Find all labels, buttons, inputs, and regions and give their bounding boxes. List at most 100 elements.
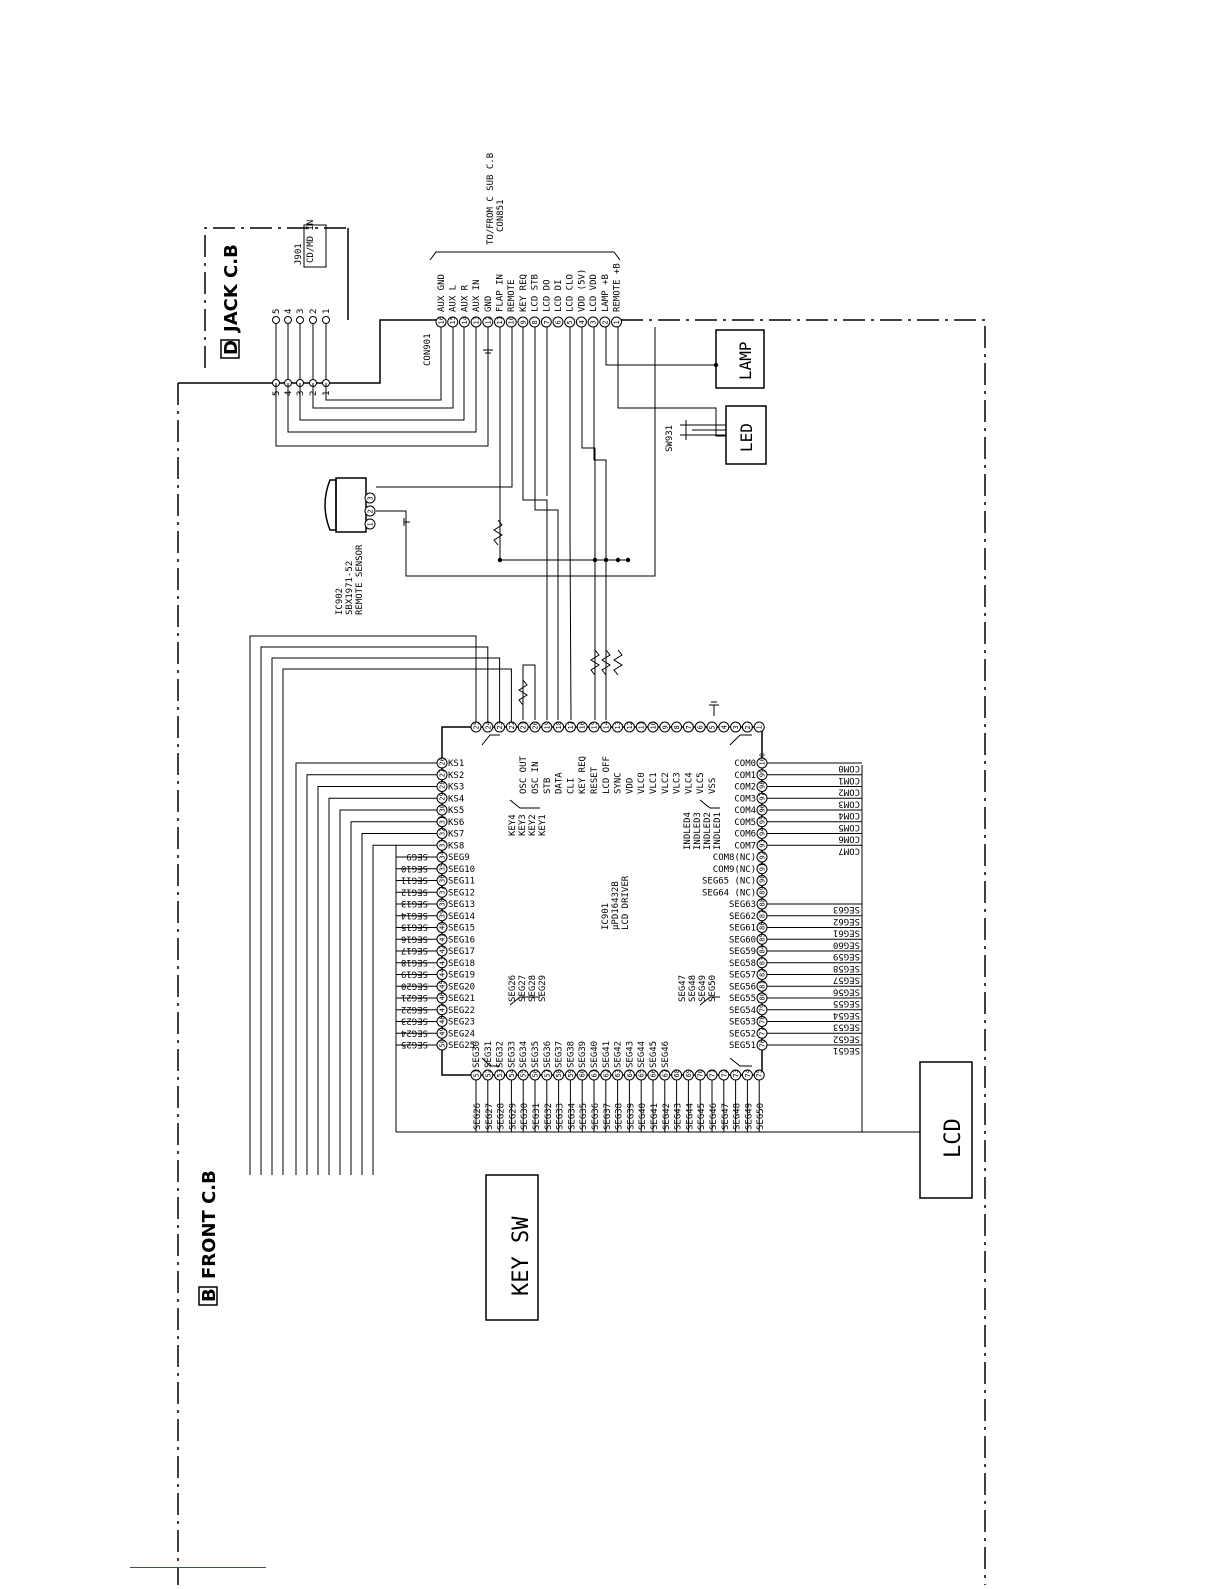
ic901-sig-76: SEG51 xyxy=(729,1041,756,1051)
ic901-segb-3: SEG49 xyxy=(698,975,708,1002)
bottom-bus-label-8-wrap: SEG33 xyxy=(556,1103,566,1130)
ic901-sig-45: SEG20 xyxy=(448,982,475,992)
ic901-pin-50-num: 50 xyxy=(439,1039,447,1047)
ic901-pin-65-num-wrap: 65 xyxy=(638,1069,646,1077)
jack-board-letter: D xyxy=(221,340,242,355)
junction-5 xyxy=(625,557,631,563)
ic901-sig-53-wrap: SEG32 xyxy=(496,1041,506,1068)
ic901-pin-30-num-wrap: 30 xyxy=(439,804,447,812)
front-pin-label-1: 1 xyxy=(322,391,332,396)
ic901-pin-64-num-wrap: 64 xyxy=(626,1069,634,1077)
con901-pin-2-num-wrap: 2 xyxy=(601,320,609,324)
ic901-sig-99: COM1 xyxy=(734,771,756,781)
ic901-pin-34-num: 34 xyxy=(439,851,447,859)
right-bus-label-16: SEG56 xyxy=(833,986,860,996)
ic901-sig-34: SEG9 xyxy=(448,853,470,863)
left-bus-label-3: SEG11 xyxy=(401,875,428,885)
ic901-sig-8: VLC3 xyxy=(673,772,683,794)
ic901-sig-85: SEG60 xyxy=(729,935,756,945)
ic902-ref: IC902 xyxy=(335,588,345,615)
con901-pin-12-num-wrap: 12 xyxy=(484,316,492,324)
ic901-sig-59: SEG38 xyxy=(566,1041,576,1068)
ic901-pin-93-num-wrap: 93 xyxy=(759,839,767,847)
ic901-group-bracket-segb xyxy=(699,996,752,1067)
con901-signal-4-wrap: VDD (5V) xyxy=(577,269,587,312)
wire-lcd-stb xyxy=(534,327,559,720)
wire-ks8 xyxy=(372,844,437,1175)
bottom-bus-label-18: SEG43 xyxy=(674,1103,684,1130)
ic901-pin-31-num: 31 xyxy=(439,816,447,824)
lamp-label: LAMP xyxy=(736,341,755,380)
ic901-pin-26-num: 26 xyxy=(439,757,447,765)
left-bus-label-14: SEG22 xyxy=(401,1004,428,1014)
con901-pin-3-num-wrap: 3 xyxy=(590,320,598,324)
jack-board-outline xyxy=(204,227,348,368)
ic901-group-bracket-sega xyxy=(481,996,540,1067)
bottom-bus-label-11: SEG36 xyxy=(591,1103,601,1130)
wiring xyxy=(249,327,920,1175)
con901-signal-16-wrap: AUX GND xyxy=(437,274,447,312)
wire-ks2 xyxy=(306,774,437,1175)
ic901-pin-10 xyxy=(647,721,659,733)
ic901-sig-42: SEG17 xyxy=(448,947,475,957)
ic901-sig-9-wrap: VLC2 xyxy=(661,772,671,794)
ic901-pin-19 xyxy=(541,721,553,733)
ic901-pin-41-num: 41 xyxy=(439,933,447,941)
ic901-pin-13-num: 13 xyxy=(614,721,622,729)
ic901-sig-39: SEG14 xyxy=(448,912,475,922)
ic901-pin-40-num: 40 xyxy=(439,922,447,930)
ic901-pin-39-num: 39 xyxy=(439,910,447,918)
ic901-sig-48: SEG23 xyxy=(448,1018,475,1028)
j901-pin-3 xyxy=(296,316,304,324)
j901-pin-label-2: 2 xyxy=(309,309,319,314)
ic901-led-4-wrap: INDLED1 xyxy=(713,812,723,850)
ic901-pin-3-num-wrap: 3 xyxy=(732,725,740,729)
right-bus-label-20: SEG52 xyxy=(833,1033,860,1043)
ic901-sig-46: SEG21 xyxy=(448,994,475,1004)
ic901-sig-43: SEG18 xyxy=(448,959,475,969)
ic901-pin-15-num: 15 xyxy=(591,721,599,729)
ic901-pin-15-num-wrap: 15 xyxy=(591,721,599,729)
ic901-pin-68-num: 68 xyxy=(673,1069,681,1077)
ic901-pin-5-num: 5 xyxy=(709,725,717,729)
wire-key4 xyxy=(249,635,477,1175)
front-pin-label-5-wrap: 5 xyxy=(272,391,282,396)
ic901-pin-92 xyxy=(756,851,768,863)
ic901-sig-54: SEG33 xyxy=(507,1041,517,1068)
bottom-bus-label-3-wrap: SEG28 xyxy=(497,1103,507,1130)
ic901-sig-33: KS8 xyxy=(448,841,464,851)
ic901-pin-18-num: 18 xyxy=(555,721,563,729)
right-bus-label-7: COM6 xyxy=(838,834,860,844)
ic901-pin-67-num: 67 xyxy=(661,1069,669,1077)
ic901-sig-19-wrap: STB xyxy=(543,778,553,794)
ic901-pin-70-num-wrap: 70 xyxy=(697,1069,705,1077)
ic902-part: SBX1971-52 xyxy=(345,561,355,615)
ic901-pin-9 xyxy=(659,721,671,733)
wire-lcd-clo xyxy=(569,327,572,721)
front-pin-label-1-wrap: 1 xyxy=(322,391,332,396)
resistor-osc xyxy=(518,679,528,706)
ic901-pin-85-num: 85 xyxy=(759,933,767,941)
ic901-pin-98-num: 98 xyxy=(759,781,767,789)
ic901-group-bracket-key xyxy=(481,734,540,809)
ic901-pin-20-num-wrap: 20 xyxy=(532,721,540,729)
bottom-bus-label-5: SEG30 xyxy=(520,1103,530,1130)
ic901-pin-46-num: 46 xyxy=(439,992,447,1000)
ic901-pin-82-num-wrap: 82 xyxy=(759,969,767,977)
ic901-sig-37: SEG12 xyxy=(448,888,475,898)
ic901-pin-35-num: 35 xyxy=(439,863,447,871)
ic901-pin-65-num: 65 xyxy=(638,1069,646,1077)
ic901-pin-16 xyxy=(576,721,588,733)
ic901-pin-2-num-wrap: 2 xyxy=(744,725,752,729)
ic901-sig-6: VLC5 xyxy=(696,772,706,794)
ic901-pin-79-num-wrap: 79 xyxy=(759,1004,767,1012)
ground-con901 xyxy=(483,340,493,354)
ic901-pin-82-num: 82 xyxy=(759,969,767,977)
ic901-pin-25-num-wrap: 25 xyxy=(473,721,481,729)
ic901-sig-5: VSS xyxy=(708,778,718,794)
con901-pin-14-num: 14 xyxy=(461,316,469,324)
ic901-sig-62-wrap: SEG41 xyxy=(602,1041,612,1068)
ic901-sig-100: COM0 xyxy=(734,759,756,769)
left-bus-label-5: SEG13 xyxy=(401,898,428,908)
ic901-pin-12 xyxy=(623,721,635,733)
